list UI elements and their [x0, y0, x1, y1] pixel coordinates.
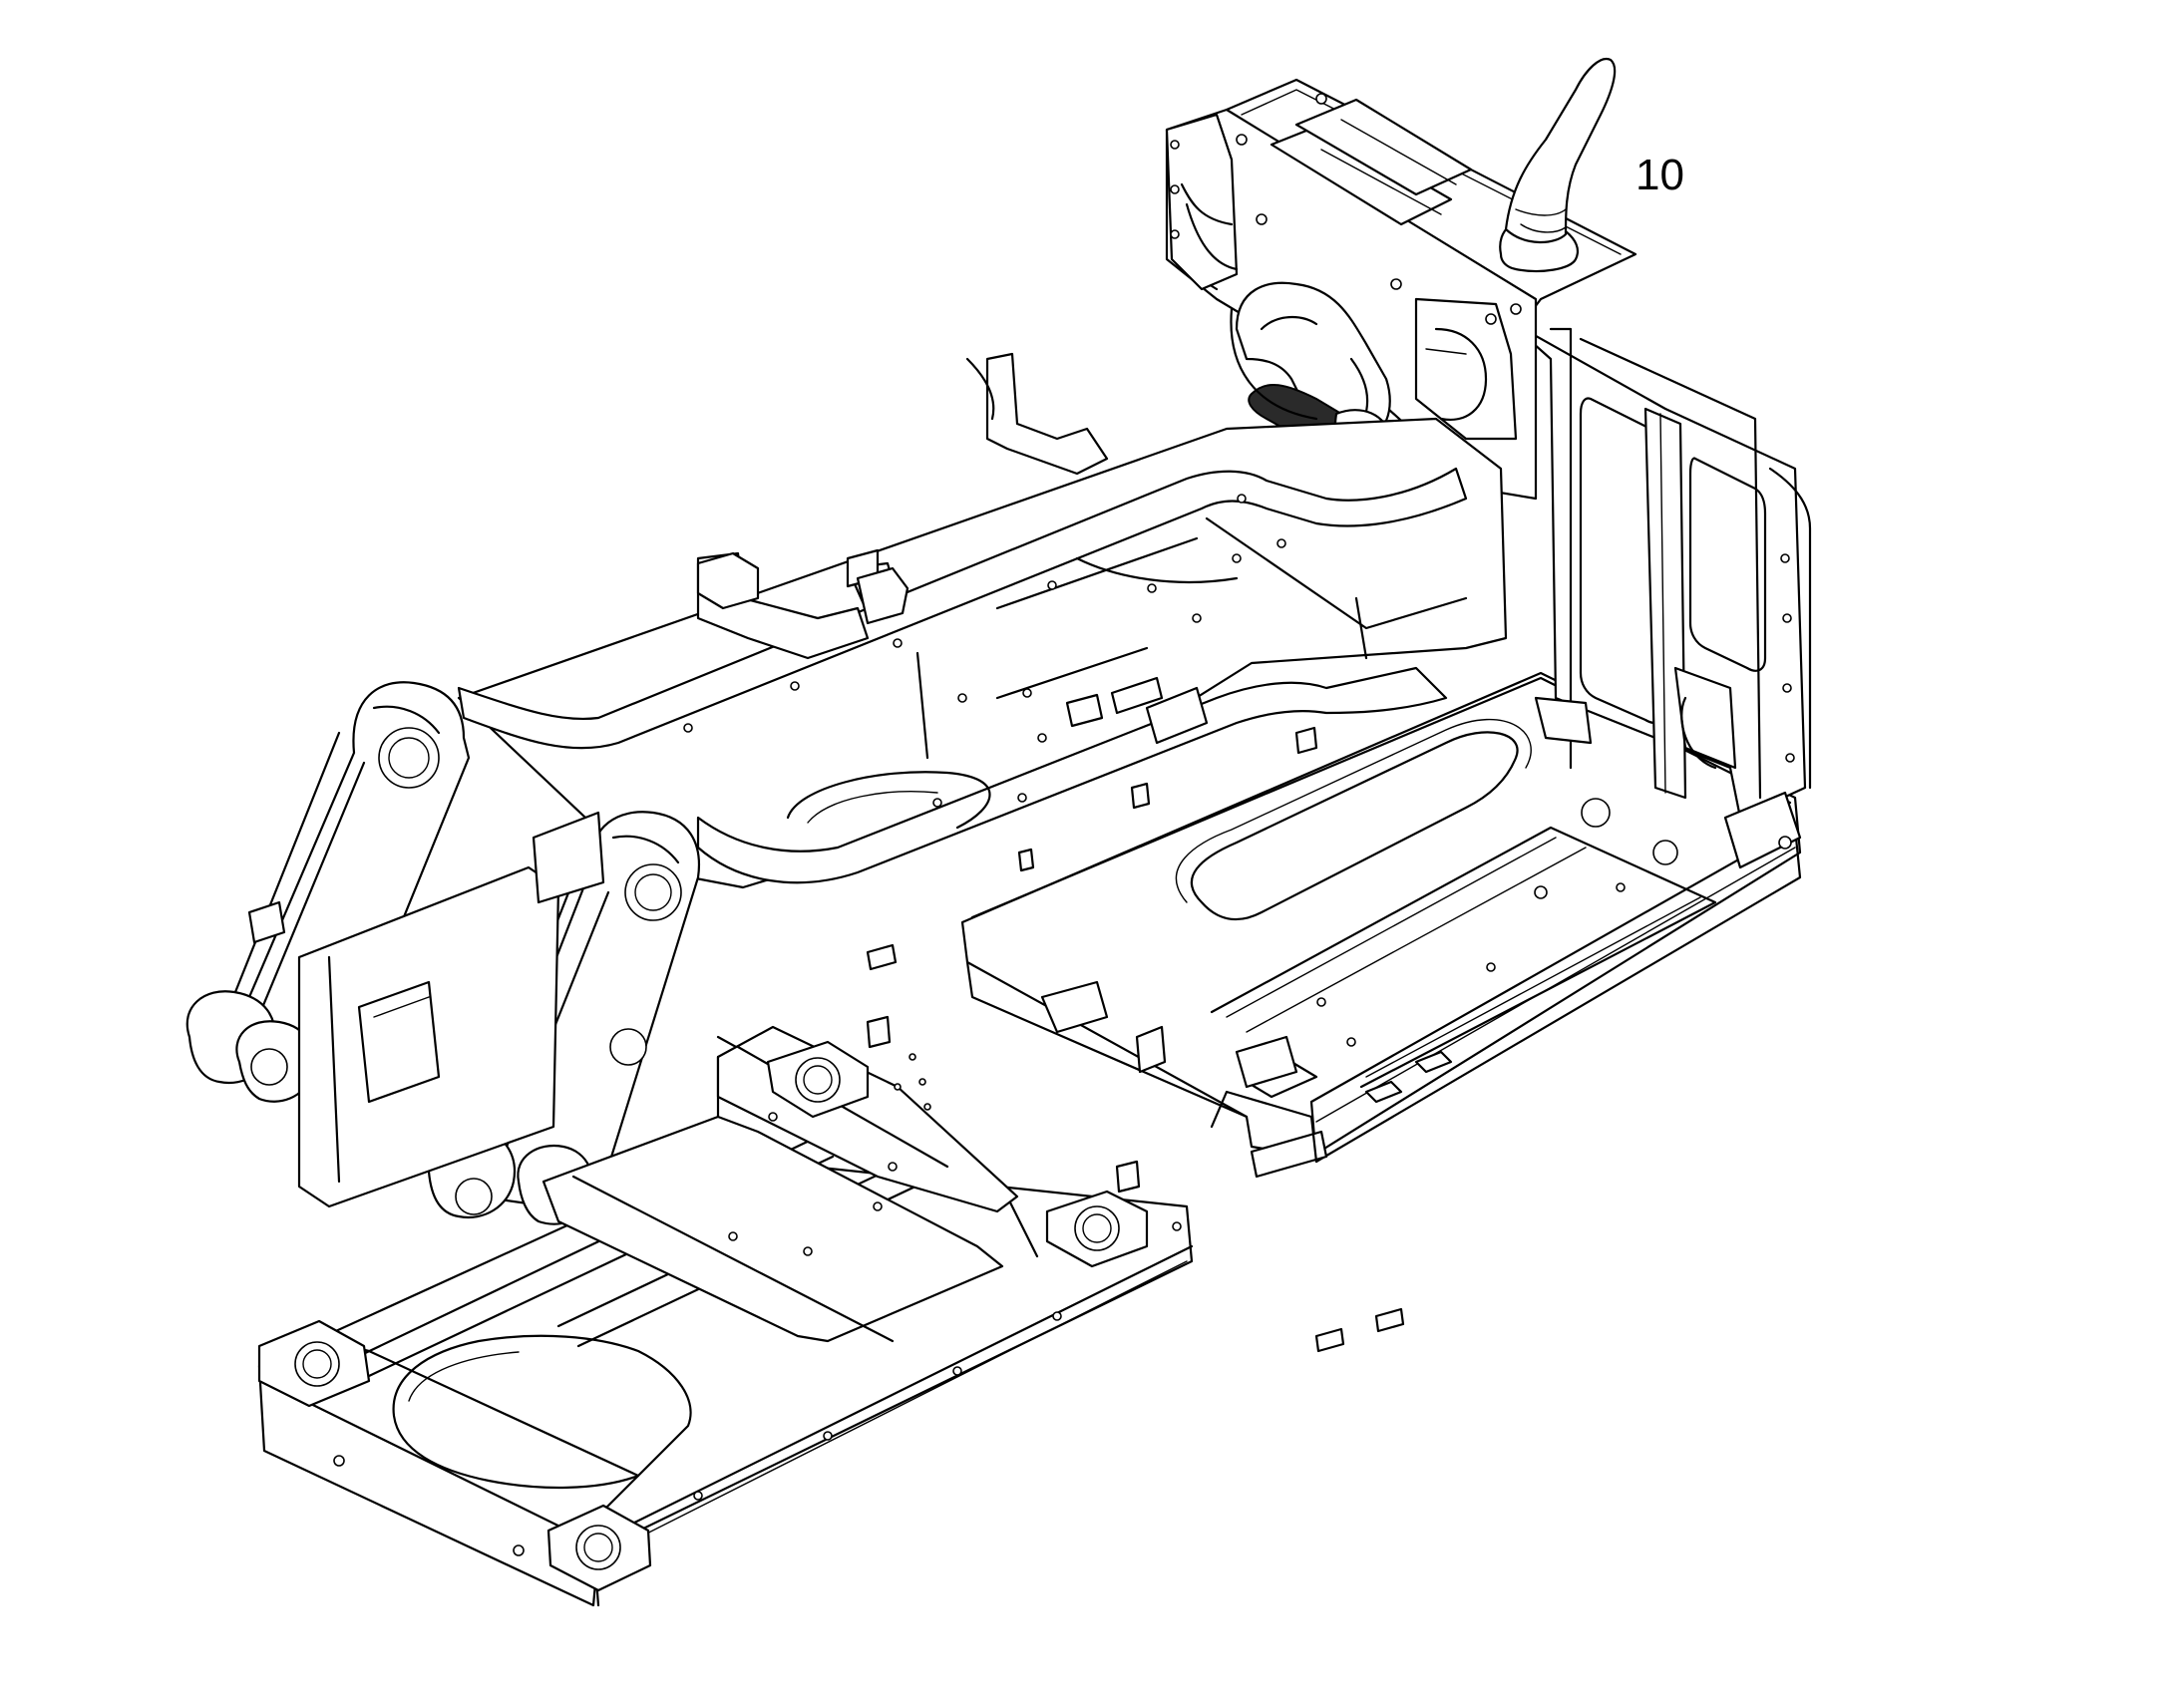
rear-deck-frame	[960, 671, 1802, 1179]
cab-rear-frame	[1504, 317, 1812, 869]
main-chassis-frame	[457, 352, 1508, 971]
mount-brackets	[696, 551, 1405, 1353]
front-undercarriage-frame	[257, 1015, 1194, 1607]
air-intake-assembly	[1165, 57, 1637, 501]
tower-cross-box	[247, 811, 605, 1208]
callout-10[interactable]: 10	[1635, 151, 1684, 199]
boom-mount-tower-rear	[185, 681, 471, 1103]
